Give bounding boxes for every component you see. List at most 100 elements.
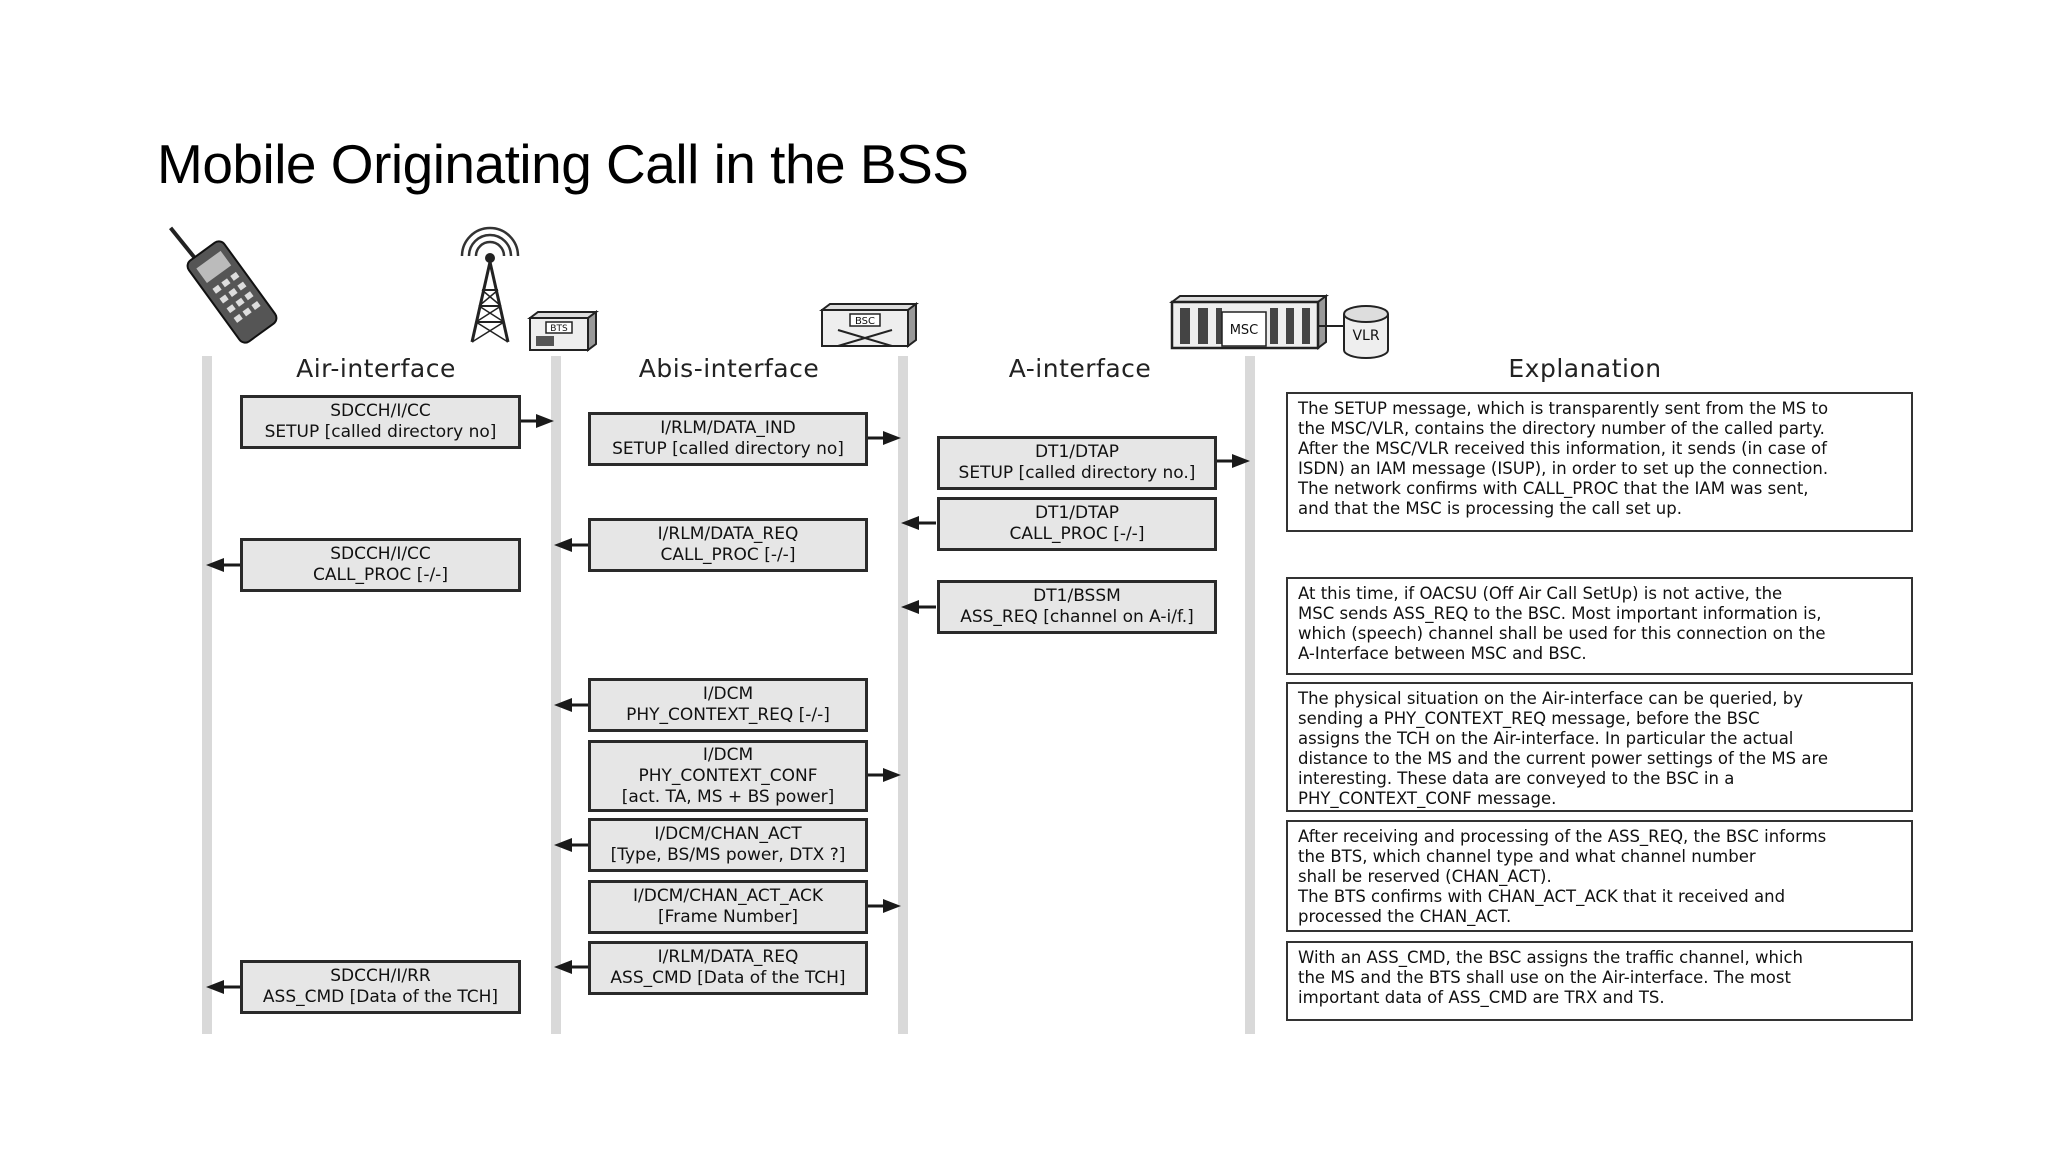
message-channel: I/DCM [702,684,754,704]
abis-phy-context-conf-message: I/DCM PHY_CONTEXT_CONF [act. TA, MS + BS… [588,740,868,812]
explanation-line: which (speech) channel shall be used for… [1298,624,1826,643]
a-callproc-message: DT1/DTAP CALL_PROC [-/-] [937,497,1217,551]
message-content: CALL_PROC [-/-] [1009,524,1145,544]
abis-callproc-message: I/RLM/DATA_REQ CALL_PROC [-/-] [588,518,868,572]
air-lane-left [202,356,212,1034]
explanation-line: After the MSC/VLR received this informat… [1298,439,1827,458]
explanation-line: assigns the TCH on the Air-interface. In… [1298,729,1794,748]
message-channel: SDCCH/I/RR [330,966,431,986]
message-content: ASS_CMD [Data of the TCH] [262,987,499,1007]
explanation-line: processed the CHAN_ACT. [1298,907,1512,926]
antenna-tower-icon [460,226,520,343]
msc-label: MSC [1230,323,1259,338]
explanation-line: shall be reserved (CHAN_ACT). [1298,867,1552,886]
arrow-left-icon [206,558,224,572]
message-channel: I/RLM/DATA_IND [660,418,796,438]
message-content: SETUP [called directory no.] [958,463,1196,483]
explanation-line: The SETUP message, which is transparentl… [1298,399,1829,418]
mobile-phone-icon [169,226,278,344]
message-channel: I/DCM [702,744,754,765]
message-content: [Type, BS/MS power, DTX ?] [610,845,846,865]
abis-interface-heading: Abis-interface [638,354,820,383]
abis-asscmd-message: I/RLM/DATA_REQ ASS_CMD [Data of the TCH] [588,941,868,995]
message-params: [act. TA, MS + BS power] [621,786,835,807]
explanation-chan-act: After receiving and processing of the AS… [1286,820,1913,932]
vlr-label: VLR [1352,328,1379,344]
a-interface-heading: A-interface [1008,354,1152,383]
abis-a-lane [898,356,908,1034]
explanation-line: interesting. These data are conveyed to … [1298,769,1735,788]
air-interface-heading: Air-interface [296,354,456,383]
message-content: PHY_CONTEXT_REQ [-/-] [626,705,830,725]
explanation-line: The BTS confirms with CHAN_ACT_ACK that … [1298,887,1786,906]
explanation-assreq: At this time, if OACSU (Off Air Call Set… [1286,577,1913,675]
arrow-left-icon [554,838,572,852]
abis-phy-context-req-message: I/DCM PHY_CONTEXT_REQ [-/-] [588,678,868,732]
explanation-line: At this time, if OACSU (Off Air Call Set… [1298,584,1783,603]
explanation-heading: Explanation [1508,354,1662,383]
message-channel: I/DCM/CHAN_ACT_ACK [632,886,824,906]
explanation-line: the MSC/VLR, contains the directory numb… [1298,419,1825,438]
message-content: CALL_PROC [-/-] [660,545,796,565]
explanation-line: The network confirms with CALL_PROC that… [1298,479,1809,498]
air-setup-message: SDCCH/I/CC SETUP [called directory no] [240,395,521,449]
explanation-line: A-Interface between MSC and BSC. [1298,644,1587,663]
message-content: SETUP [called directory no] [264,422,497,442]
bts-label: BTS [550,324,568,334]
explanation-line: and that the MSC is processing the call … [1298,499,1682,518]
vlr-database-icon: VLR [1343,305,1389,359]
arrow-right-icon [883,768,901,782]
message-channel: DT1/DTAP [1034,503,1120,523]
air-abis-lane [551,356,561,1034]
message-content: PHY_CONTEXT_CONF [638,765,818,786]
air-callproc-message: SDCCH/I/CC CALL_PROC [-/-] [240,538,521,592]
explanation-line: sending a PHY_CONTEXT_REQ message, befor… [1298,709,1760,728]
abis-chan-act-message: I/DCM/CHAN_ACT [Type, BS/MS power, DTX ?… [588,818,868,872]
a-explanation-lane [1245,356,1255,1034]
explanation-line: PHY_CONTEXT_CONF message. [1298,789,1557,808]
message-content: SETUP [called directory no] [612,439,844,459]
abis-setup-message: I/RLM/DATA_IND SETUP [called directory n… [588,412,868,466]
message-channel: DT1/BSSM [1033,586,1121,606]
explanation-line: distance to the MS and the current power… [1298,749,1829,768]
arrow-right-icon [1232,454,1250,468]
explanation-line: ISDN) an IAM message (ISUP), in order to… [1298,459,1829,478]
explanation-line: With an ASS_CMD, the BSC assigns the tra… [1298,948,1804,967]
bsc-label: BSC [855,316,875,327]
bts-box-icon: BTS [527,310,599,352]
a-assreq-message: DT1/BSSM ASS_REQ [channel on A-i/f.] [937,580,1217,634]
message-channel: DT1/DTAP [1034,442,1120,462]
arrow-left-icon [554,960,572,974]
explanation-line: MSC sends ASS_REQ to the BSC. Most impor… [1298,604,1822,623]
message-content: CALL_PROC [-/-] [313,565,448,585]
explanation-setup: The SETUP message, which is transparentl… [1286,392,1913,532]
explanation-line: the MS and the BTS shall use on the Air-… [1298,968,1791,987]
arrow-right-icon [536,414,554,428]
explanation-phy-context: The physical situation on the Air-interf… [1286,682,1913,812]
message-channel: SDCCH/I/CC [330,401,431,421]
explanation-line: the BTS, which channel type and what cha… [1298,847,1756,866]
slide-title: Mobile Originating Call in the BSS [157,133,969,195]
message-channel: I/RLM/DATA_REQ [657,524,799,544]
explanation-line: After receiving and processing of the AS… [1298,827,1827,846]
arrow-left-icon [901,600,919,614]
abis-chan-act-ack-message: I/DCM/CHAN_ACT_ACK [Frame Number] [588,880,868,934]
message-channel: I/DCM/CHAN_ACT [654,824,802,844]
a-setup-message: DT1/DTAP SETUP [called directory no.] [937,436,1217,490]
bsc-icon: BSC [819,302,919,348]
explanation-line: The physical situation on the Air-interf… [1298,689,1803,708]
air-asscmd-message: SDCCH/I/RR ASS_CMD [Data of the TCH] [240,960,521,1014]
arrow-left-icon [554,538,572,552]
message-content: [Frame Number] [658,907,798,927]
message-content: ASS_CMD [Data of the TCH] [610,968,846,988]
arrow-right-icon [883,899,901,913]
message-channel: SDCCH/I/CC [330,544,431,564]
arrow-right-icon [883,431,901,445]
message-channel: I/RLM/DATA_REQ [657,947,799,967]
msc-icon: MSC [1169,294,1344,350]
message-content: ASS_REQ [channel on A-i/f.] [960,607,1194,627]
message-arrows [206,414,1250,994]
arrow-left-icon [901,516,919,530]
